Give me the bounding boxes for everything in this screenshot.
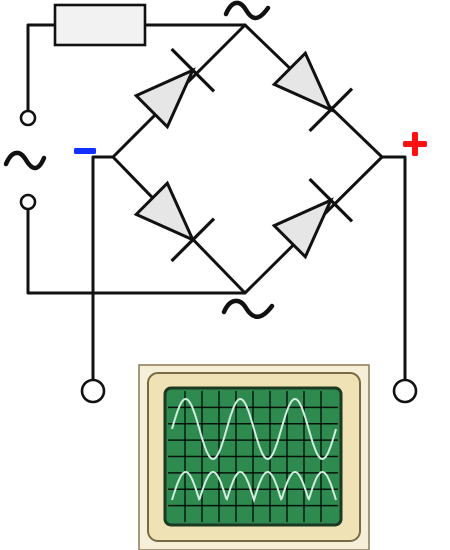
ac-node-top-symbol (223, 0, 271, 21)
ac-node-bottom-symbol (221, 298, 275, 319)
diode-upper-left (133, 47, 216, 130)
wire-negative-output (91, 155, 115, 382)
wire-input-bottom (26, 203, 247, 295)
circuit-wires (26, 23, 407, 382)
bridge-wires (111, 23, 384, 295)
sine-wave-trace (171, 397, 337, 461)
resistor (53, 3, 147, 47)
oscilloscope-grid (168, 391, 338, 522)
diode-lower-left (133, 180, 216, 263)
positive-polarity-mark (403, 132, 427, 156)
positive-output-terminal (392, 378, 418, 404)
wire-positive-output (380, 155, 407, 382)
rectified-wave-trace (171, 470, 337, 504)
ac-input-symbol (3, 150, 47, 171)
diode-lower-right (271, 177, 354, 260)
wire-input-top (26, 23, 57, 120)
negative-output-terminal (80, 378, 106, 404)
negative-polarity-mark (74, 148, 96, 154)
ac-input-terminal-top (19, 109, 37, 127)
oscilloscope (138, 364, 370, 550)
diode-upper-right (271, 50, 354, 133)
ac-input-terminal-bottom (19, 193, 37, 211)
